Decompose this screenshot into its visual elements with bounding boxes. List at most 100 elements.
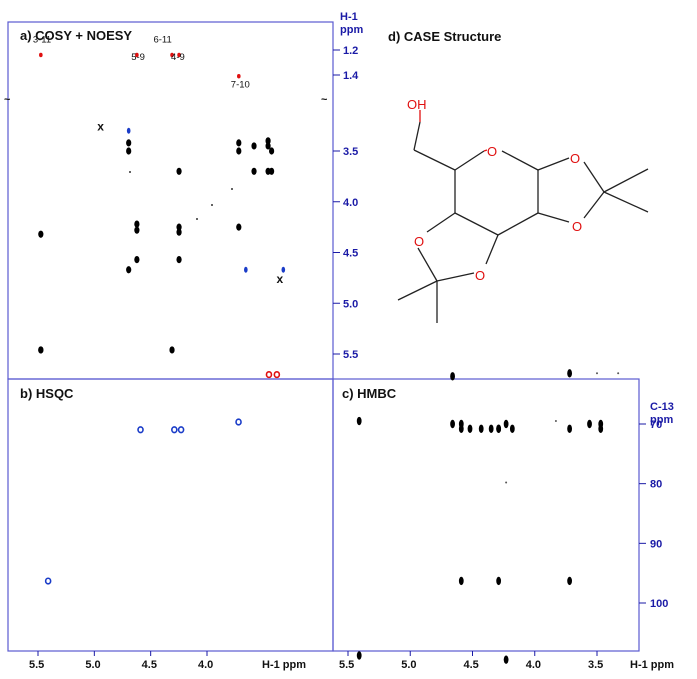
panel-a-frame <box>7 21 334 380</box>
cosy-black-peak <box>236 223 242 231</box>
cosy-black-peak <box>126 266 132 274</box>
panel-d-title: d) CASE Structure <box>388 29 501 44</box>
panel-a-y-tick-label: 3.5 <box>343 146 358 158</box>
cosy-black-peak <box>134 226 140 234</box>
cosy-black-peak <box>176 223 182 231</box>
hmbc-peak <box>467 424 473 433</box>
panel-b-x-tick-label: 4.5 <box>142 659 157 671</box>
panel-b-frame <box>7 378 334 652</box>
cosy-black-peak <box>251 142 257 150</box>
hmbc-peak <box>458 424 464 433</box>
axis-break-left: ~ <box>4 94 11 106</box>
panel-a-annotation: 3-11 <box>33 35 51 46</box>
panel-a-annotation: 4-9 <box>171 52 185 63</box>
hmbc-peak <box>356 416 362 426</box>
hsqc-peak <box>137 426 144 434</box>
panel-c-frame <box>332 378 640 652</box>
panel-c-x-tick-label: 4.0 <box>526 659 541 671</box>
hmbc-peak <box>598 424 604 433</box>
hmbc-peak <box>567 576 573 586</box>
panel-c-x-tick-label: 5.0 <box>401 659 416 671</box>
panel-a-y-unit: H-1 <box>340 11 358 23</box>
panel-c-y-tick-label: 70 <box>650 419 662 431</box>
cosy-black-peak <box>251 167 257 175</box>
panel-a-annotation: 6-11 <box>153 35 171 46</box>
hmbc-weak-peak <box>596 372 598 375</box>
panel-a-y-tick-label: 5.5 <box>343 349 358 361</box>
hmbc-peak <box>496 424 502 433</box>
panel-c-y-unit: C-13 <box>650 401 674 413</box>
cosy-black-peak <box>236 139 242 147</box>
panel-a-annotation: 5-9 <box>131 52 145 63</box>
cosy-red-peak <box>135 52 139 58</box>
panel-b-x-tick-label: 5.5 <box>29 659 44 671</box>
hmbc-weak-peak <box>554 420 557 423</box>
noesy-blue-peak <box>281 266 286 273</box>
hmbc-weak-peak <box>617 372 620 375</box>
cosy-black-peak <box>176 256 182 264</box>
hmbc-peak <box>450 372 455 381</box>
atom-o-ring: O <box>487 144 497 159</box>
hmbc-peak <box>503 655 509 664</box>
hmbc-peak <box>450 419 455 429</box>
cosy-black-peak <box>269 147 275 155</box>
axis-break-right: ~ <box>321 94 328 106</box>
panel-a-y-tick-label: 1.4 <box>343 70 359 82</box>
panel-b-peaks <box>44 370 281 585</box>
panel-b-x-tick-label: 4.0 <box>198 659 213 671</box>
panel-c-y-tick-label: 90 <box>650 538 662 550</box>
noesy-blue-peak <box>126 127 131 134</box>
panel-a-diagonal <box>129 171 233 220</box>
cosy-black-peak <box>265 142 271 150</box>
atom-o-lower-1: O <box>414 234 424 249</box>
panel-a-annotation: 7-10 <box>231 80 250 91</box>
molecule-structure: OH O O O O O <box>397 97 649 323</box>
cosy-black-peak <box>269 167 275 175</box>
cosy-black-peak <box>176 167 182 175</box>
panel-a-y-tick-label: 4.0 <box>343 197 358 209</box>
panel-c-x-tick-label: 4.5 <box>464 659 479 671</box>
hmbc-peak <box>587 419 592 429</box>
cosy-black-peak <box>169 346 175 354</box>
hmbc-peak <box>509 424 515 433</box>
panel-a-annotation: x <box>276 272 283 286</box>
cosy-black-peak <box>236 147 242 155</box>
hsqc-peak <box>273 370 281 379</box>
panel-b-title: b) HSQC <box>20 386 74 401</box>
atom-o-upper-1: O <box>570 151 580 166</box>
cosy-red-peak <box>177 52 181 58</box>
panel-a-y-ticks: 1.2 1.4 3.5 4.0 4.5 5.0 5.5 <box>333 45 359 361</box>
hmbc-peak <box>503 419 509 429</box>
panel-a-annotation: x <box>97 120 104 134</box>
panel-c-x-tick-label: 5.5 <box>339 659 354 671</box>
hmbc-peak <box>567 424 573 433</box>
hsqc-peak <box>265 370 273 379</box>
panel-a-peaks <box>38 52 286 354</box>
hsqc-peak <box>44 577 52 585</box>
panel-a-y-tick-label: 5.0 <box>343 298 358 310</box>
panel-a-y-tick-label: 4.5 <box>343 248 358 260</box>
noesy-blue-peak <box>244 266 248 273</box>
hmbc-peak <box>478 424 484 433</box>
panel-c-title: c) HMBC <box>342 386 397 401</box>
cosy-black-peak <box>176 228 182 236</box>
hsqc-peak <box>171 426 178 434</box>
cosy-red-peak <box>170 52 174 58</box>
cosy-black-peak <box>126 147 132 155</box>
panel-c-x-label: H-1 ppm <box>630 659 674 671</box>
panel-b-x-tick-label: 5.0 <box>85 659 100 671</box>
hmbc-peak <box>356 651 362 660</box>
cosy-black-peak <box>38 230 44 238</box>
panel-a-y-tick-label: 1.2 <box>343 45 358 57</box>
panel-a-annotations: 3-11 6-11 5-9 4-9 7-10 x x <box>33 35 284 286</box>
hmbc-peak <box>458 576 464 586</box>
panel-a-y-unit-sub: ppm <box>340 24 363 36</box>
hmbc-peak <box>488 424 494 433</box>
cosy-black-peak <box>134 220 140 228</box>
hmbc-peak <box>496 576 502 586</box>
cosy-black-peak <box>134 256 140 264</box>
atom-o-upper-2: O <box>572 219 582 234</box>
